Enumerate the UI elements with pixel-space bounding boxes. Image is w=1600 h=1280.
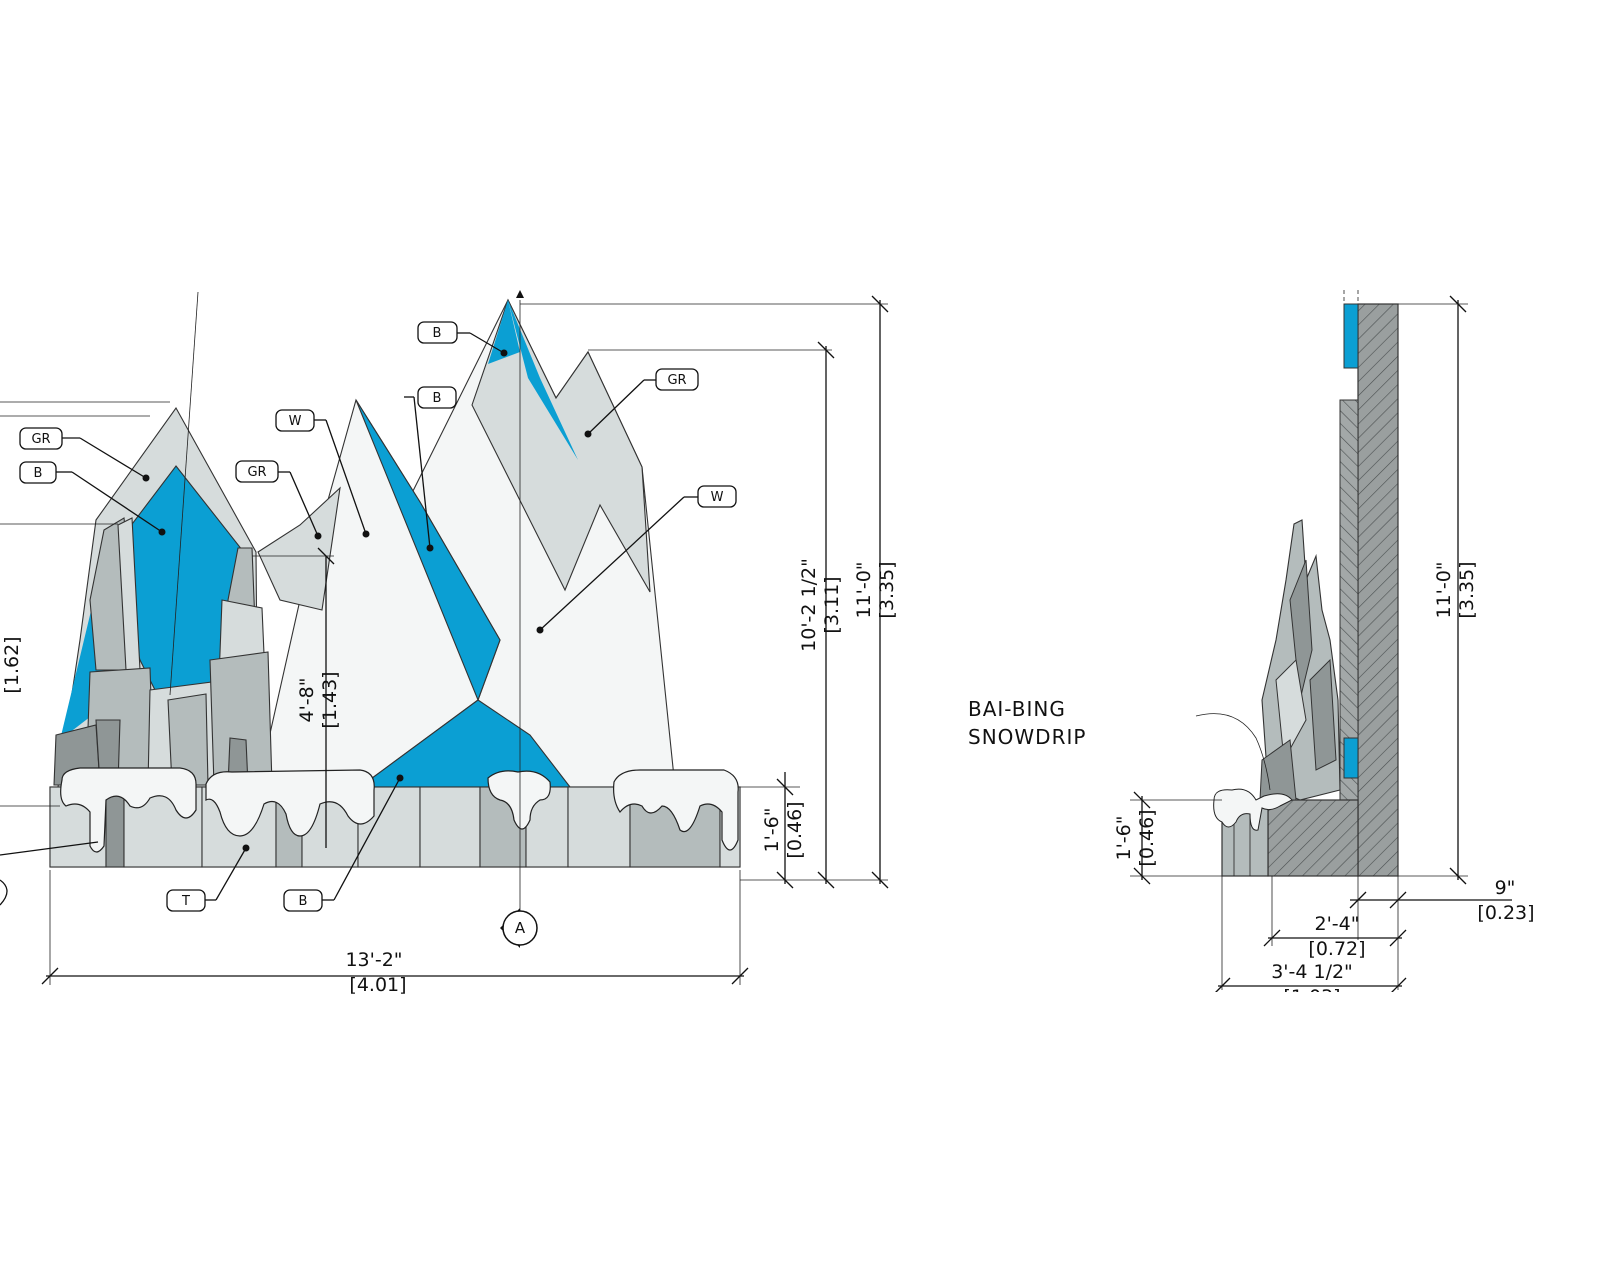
tag-label: B [299, 894, 308, 909]
dim-text: 1'-6" [761, 808, 783, 853]
leader-top [169, 291, 199, 696]
wall-blue-low [1343, 737, 1359, 779]
centre-left-grey [257, 486, 341, 611]
dim-text: [3.35] [876, 561, 898, 618]
dim-overall-height: 11'-0" [3.35] [520, 295, 898, 889]
tag-label: GR [31, 432, 50, 447]
back-wall [1357, 303, 1399, 877]
tag-w-right: W [536, 485, 737, 634]
dim-text: 3'-4 1/2" [1271, 961, 1353, 983]
dim-overall-width: 13'-2" [4.01] [41, 870, 749, 996]
section-snowdrip [1213, 788, 1293, 831]
side-dim-base-height: 1'-6" [0.46] [1113, 791, 1222, 885]
tag-gr-left: GR [19, 427, 150, 482]
tag-label: B [34, 466, 43, 481]
dim-text: [3.11] [821, 576, 843, 633]
dim-left-height: [1.62] [0, 401, 170, 807]
dim-text: [0.23] [1477, 902, 1534, 924]
tag-b-left: B [19, 461, 166, 536]
dim-text: 9" [1495, 877, 1516, 899]
leader-left-base [0, 841, 99, 856]
dim-text: [0.46] [1136, 809, 1158, 866]
section-base [1267, 799, 1359, 877]
tag-label: W [289, 414, 302, 429]
cut-arc [0, 879, 8, 906]
tag-label: B [433, 391, 442, 406]
snowdrip-leader [1195, 713, 1271, 791]
tag-label: W [711, 490, 724, 505]
dim-text: 11'-0" [853, 561, 875, 618]
tag-b-top: B [417, 321, 508, 357]
dim-text: [1.62] [1, 636, 23, 693]
tag-b-centre: B [404, 386, 457, 552]
dim-text: 4'-8" [296, 678, 318, 723]
dim-second-peak: 10'-2 1/2" [3.11] [588, 341, 843, 889]
section-marker: A [500, 290, 538, 948]
crop-mask [1200, 992, 1440, 1022]
tag-label: T [181, 894, 190, 909]
side-dim-base-depth: 2'-4" [0.72] [1263, 876, 1407, 960]
note-line-1: BAI-BING [968, 697, 1066, 721]
dim-text: 1'-6" [1113, 816, 1135, 861]
snow-drips [60, 767, 739, 853]
tag-label: GR [247, 465, 266, 480]
front-elevation: GR B B W GR B [0, 290, 898, 996]
side-dim-overall-height: 11'-0" [3.35] [1398, 295, 1478, 885]
dim-text: [1.43] [319, 671, 341, 728]
side-dim-wall-depth: 9" [0.23] [1349, 876, 1535, 990]
dim-text: 2'-4" [1315, 913, 1360, 935]
dim-text: [0.72] [1308, 938, 1365, 960]
tag-gr-right: GR [584, 368, 699, 438]
dim-text: [0.46] [784, 801, 806, 858]
dim-text: [4.01] [349, 974, 406, 996]
right-peak-grey-band [471, 298, 651, 593]
tag-t-base: T [166, 844, 250, 912]
section-label: A [515, 919, 526, 937]
side-section: BAI-BING SNOWDRIP 11'-0" [3.35] 1'-6" [0… [968, 290, 1535, 1022]
tag-label: GR [667, 373, 686, 388]
dim-text: 10'-2 1/2" [798, 558, 820, 652]
dim-base-height: 1'-6" [0.46] [740, 772, 806, 889]
dim-text: 13'-2" [345, 949, 402, 971]
dim-mid-height: 4'-8" [1.43] [252, 547, 341, 848]
note-line-2: SNOWDRIP [968, 725, 1086, 749]
tag-gr-centre: GR [235, 460, 322, 540]
tag-b-lower: B [283, 774, 404, 912]
dim-text: 11'-0" [1433, 561, 1455, 618]
tag-w-centre: W [275, 409, 370, 538]
tag-label: B [433, 326, 442, 341]
wall-blue-top [1343, 303, 1359, 369]
dim-text: [3.35] [1456, 561, 1478, 618]
